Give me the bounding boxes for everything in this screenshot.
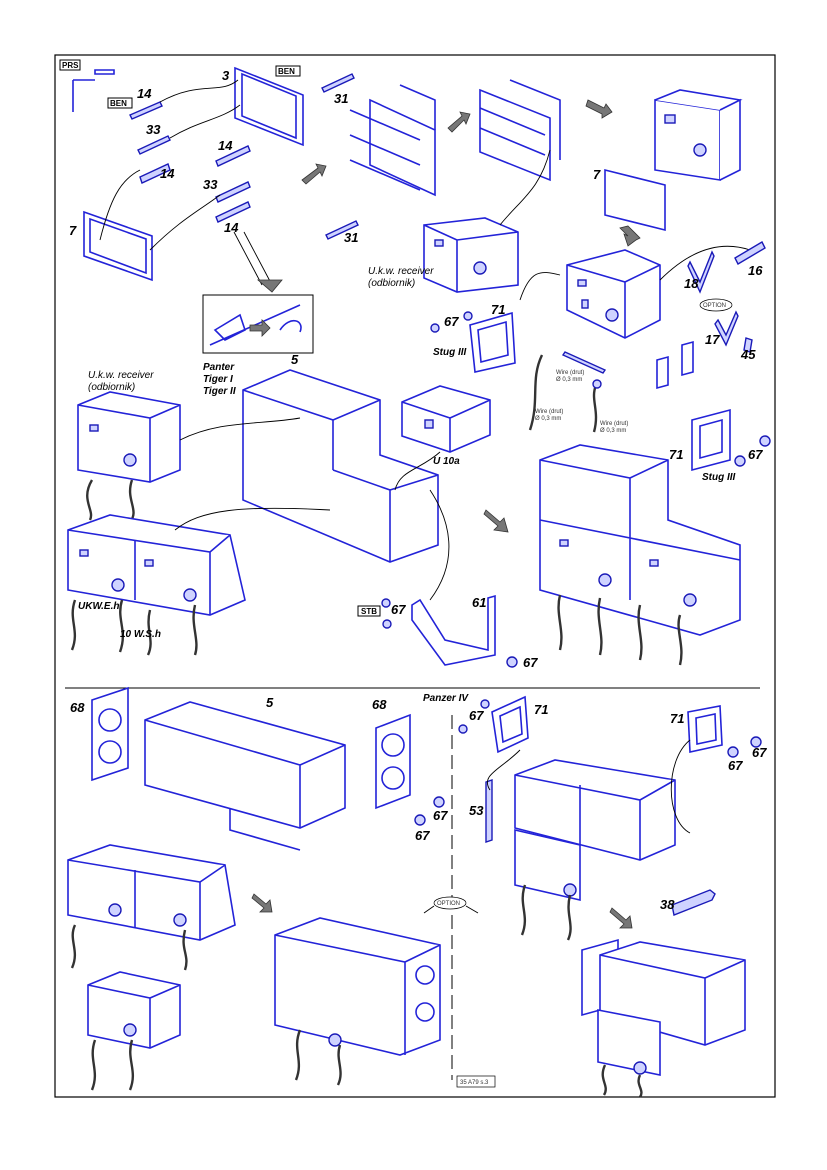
part-number-67: 67 [415, 828, 430, 843]
part-number-67: 67 [433, 808, 448, 823]
step-arrow [619, 225, 641, 247]
step-arrow [609, 907, 633, 929]
stug-iii-label: Stug III [702, 472, 736, 483]
option-badge [699, 298, 733, 312]
part-number-14: 14 [137, 86, 152, 101]
part-71-bracket [469, 311, 516, 373]
part-number-71: 71 [669, 447, 683, 462]
part-68-plate [375, 713, 411, 810]
ukweh-ws10h-radio-set [67, 514, 246, 616]
panzer-iv-label: Panzer IV [423, 693, 469, 704]
part-number-7: 7 [69, 223, 77, 238]
part-number-68: 68 [70, 700, 85, 715]
part-71-bracket [491, 695, 529, 754]
part-number-68: 68 [372, 697, 387, 712]
radio-set-double [67, 844, 236, 941]
step-arrow [585, 99, 613, 119]
ukw-receiver-left [77, 391, 181, 483]
wire-label: Wire (drut) [556, 370, 584, 376]
part-number-61: 61 [472, 595, 486, 610]
ukw-receiver-small [87, 971, 181, 1049]
part-number-67: 67 [391, 602, 406, 617]
part-number-33: 33 [203, 177, 218, 192]
part-68-plate [91, 686, 129, 782]
part-number-31: 31 [344, 230, 358, 245]
part-5-frame [242, 369, 439, 563]
part-number-67: 67 [523, 655, 538, 670]
part-number-3: 3 [222, 68, 230, 83]
part-number-5: 5 [291, 352, 299, 367]
clip-detail-inset [202, 294, 314, 354]
receiver-in-frame [604, 89, 743, 232]
part-3-frame [234, 66, 304, 147]
sheet-code: 35 A79 s.3 [460, 1080, 489, 1086]
odbiornik-label: (odbiornik) [88, 382, 135, 393]
tiger-i-label: Tiger I [203, 374, 233, 385]
tiger-ii-label: Tiger II [203, 386, 236, 397]
part-number-5: 5 [266, 695, 274, 710]
part-71-bracket [691, 408, 731, 472]
part-number-14: 14 [224, 220, 239, 235]
stug-iii-label: Stug III [433, 347, 467, 358]
option-label: OPTION [437, 901, 460, 907]
part-number-14: 14 [218, 138, 233, 153]
part-number-67: 67 [752, 745, 767, 760]
option-badge [433, 896, 467, 910]
panter-assembled-set [539, 444, 741, 636]
panzer-iv-assembled [581, 938, 746, 1076]
wire-label: Wire (drut) [600, 421, 628, 427]
part-number-67: 67 [748, 447, 763, 462]
part-61-bracket [411, 594, 496, 666]
part-number-71: 71 [534, 702, 548, 717]
part-number-53: 53 [469, 803, 484, 818]
part-71-bracket [687, 705, 723, 753]
panter-label: Panter [203, 362, 235, 373]
part-number-7: 7 [593, 167, 601, 182]
receiver-with-brackets [566, 249, 661, 339]
subframe-open [349, 84, 436, 197]
panzer-option-assembled [274, 917, 441, 1056]
wire-diameter: Ø 0,3 mm [535, 416, 561, 422]
ukw-receiver-unit [423, 217, 519, 293]
subframe-assembled [479, 79, 561, 182]
prs-label: PRS [62, 61, 79, 70]
stb-label: STB [361, 607, 377, 616]
ukweh-label: UKW.E.h [78, 601, 119, 612]
part-number-45: 45 [740, 347, 756, 362]
sheet-code-box [456, 1075, 496, 1088]
part-number-31: 31 [334, 91, 348, 106]
step-arrow [251, 893, 273, 913]
part-number-16: 16 [748, 263, 763, 278]
part-number-33: 33 [146, 122, 161, 137]
part-number-71: 71 [491, 302, 505, 317]
prs-detail: PRS [59, 59, 115, 112]
step-arrow [447, 111, 471, 133]
ws10h-label: 10 W.S.h [120, 629, 161, 640]
part-7-frame [83, 210, 153, 282]
part-number-67: 67 [444, 314, 459, 329]
part-5-frame-long [144, 701, 346, 851]
step-arrow [483, 509, 509, 533]
part-number-71: 71 [670, 711, 684, 726]
ukw-receiver-label: U.k.w. receiver [368, 266, 434, 277]
u10a-unit [401, 385, 491, 453]
option-label: OPTION [703, 303, 726, 309]
part-number-14: 14 [160, 166, 175, 181]
ukw-receiver-label: U.k.w. receiver [88, 370, 154, 381]
wire-diameter: Ø 0,3 mm [600, 428, 626, 434]
part-number-67: 67 [469, 708, 484, 723]
part-number-38: 38 [660, 897, 675, 912]
step-arrow [301, 163, 327, 185]
panzer-iv-radio-stack [514, 759, 676, 902]
wire-diameter: Ø 0,3 mm [556, 377, 582, 383]
wire-label: Wire (drut) [535, 409, 563, 415]
ben-label: BEN [278, 67, 295, 76]
part-number-67: 67 [728, 758, 743, 773]
ben-label: BEN [110, 99, 127, 108]
u10a-label: U 10a [433, 456, 460, 467]
page-border [54, 54, 776, 1098]
part-number-17: 17 [705, 332, 720, 347]
part-number-18: 18 [684, 276, 699, 291]
odbiornik-label: (odbiornik) [368, 278, 415, 289]
